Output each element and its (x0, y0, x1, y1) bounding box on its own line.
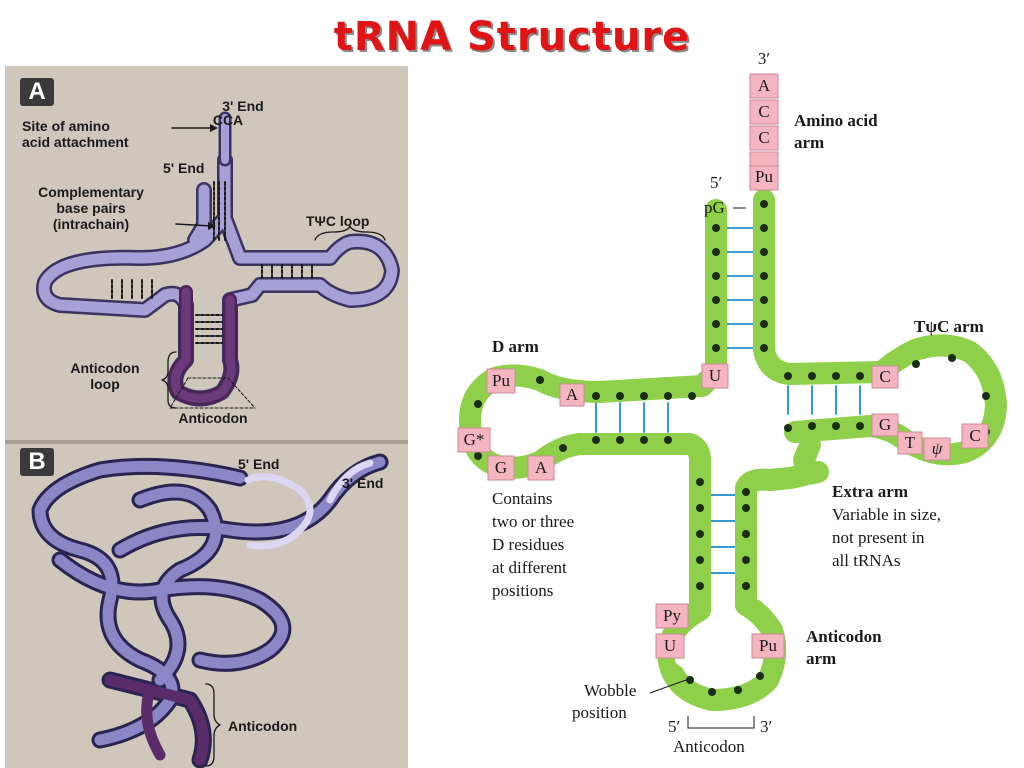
extra-arm-label: Extra arm (832, 482, 909, 501)
base-u-junction: U (708, 366, 722, 385)
anticodon-loop-label-1: Anticodon (70, 360, 140, 376)
anticodon-prime3: 3′ (760, 717, 773, 736)
prime5-acceptor-label: 5′ (710, 173, 723, 192)
anticodon-loop-label-2: loop (90, 376, 120, 392)
extra-arm-text-3: all tRNAs (832, 551, 901, 570)
amino-acid-arm-label-1: Amino acid (794, 111, 878, 130)
acceptor-base-c1: C (758, 102, 770, 121)
base-g: G (494, 458, 508, 477)
base-a-d: A (565, 385, 579, 404)
tpsic-arm-label: TψC arm (914, 317, 984, 336)
contains-text-3: D residues (492, 535, 565, 554)
panel-b-ribbon (31, 453, 389, 768)
base-a: A (534, 458, 548, 477)
three-prime-end-label-a: 3' End (222, 98, 264, 114)
panel-c-base-boxes (457, 73, 989, 659)
base-g-star: G* (463, 430, 485, 449)
complementary-label-2: base pairs (56, 200, 126, 216)
base-u-anticodon: U (663, 636, 677, 655)
base-g-t: G (878, 415, 892, 434)
extra-arm-text-1: Variable in size, (832, 505, 942, 524)
contains-text-2: two or three (492, 512, 575, 531)
base-c-t: C (879, 367, 891, 386)
five-prime-end-label-a: 5' End (163, 160, 205, 176)
base-pu-anticodon: Pu (759, 636, 777, 655)
anticodon-label-b: Anticodon (228, 718, 298, 734)
complementary-label-1: Complementary (38, 184, 144, 200)
base-py: Py (663, 606, 681, 625)
base-pu-d: Pu (492, 371, 510, 390)
wobble-label-1: Wobble (584, 681, 637, 700)
base-t: T (904, 433, 916, 452)
five-prime-end-label-b: 5' End (238, 456, 280, 472)
pg-label: pG (704, 198, 725, 217)
acceptor-base-c2: C (758, 128, 770, 147)
base-c-loop: C (969, 426, 981, 445)
anticodon-arm-label-2: arm (806, 649, 837, 668)
anticodon-label-a: Anticodon (178, 410, 248, 426)
site-of-amino-label-1: Site of amino (22, 118, 110, 134)
contains-text-5: positions (492, 581, 554, 600)
panel-c-dots (474, 200, 990, 696)
acceptor-base-pu: Pu (755, 167, 773, 186)
page-title: tRNA Structure (333, 14, 691, 60)
extra-arm-text-2: not present in (832, 528, 925, 547)
anticodon-prime5: 5′ (668, 717, 681, 736)
acceptor-base-a: A (757, 76, 771, 95)
complementary-label-3: (intrachain) (52, 216, 130, 232)
amino-acid-arm-label-2: arm (794, 133, 825, 152)
wobble-label-2: position (572, 703, 627, 722)
site-of-amino-label-2: acid attachment (22, 134, 129, 150)
panel-b-label: B (20, 448, 54, 476)
panel-divider (5, 440, 408, 444)
anticodon-arm-label-1: Anticodon (806, 627, 882, 646)
panel-a-cloverleaf (36, 111, 400, 409)
d-arm-label: D arm (492, 337, 539, 356)
prime3-acceptor-label: 3′ (757, 49, 771, 68)
base-psi: ψ (931, 439, 943, 458)
contains-text-4: at different (492, 558, 567, 577)
three-prime-end-label-b: 3' End (342, 475, 384, 491)
anticodon-label-c: Anticodon (673, 737, 745, 756)
cca-label: CCA (212, 112, 244, 128)
contains-text-1: Contains (492, 489, 553, 508)
tpsic-loop-label: TΨC loop (306, 213, 370, 229)
panel-a-label: A (20, 78, 54, 106)
